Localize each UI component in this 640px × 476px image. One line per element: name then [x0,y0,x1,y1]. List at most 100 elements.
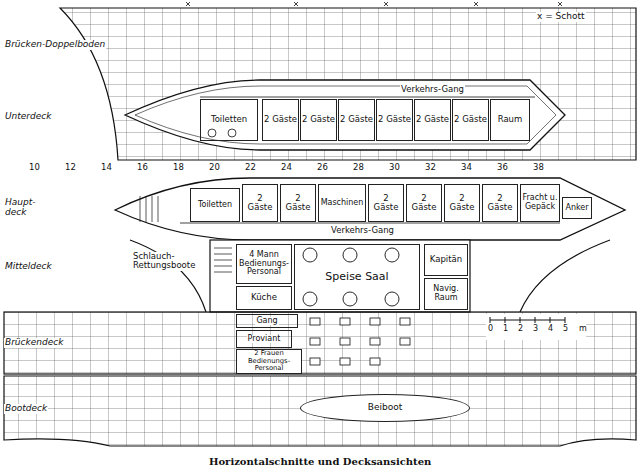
deck-name: Brücken-Doppelboden [4,40,106,50]
room-box: 2 Gäste [242,184,278,222]
room-box: 2 Gäste [338,99,375,141]
room-label: Beiboot [367,403,403,413]
lower-deck-hull [125,80,565,150]
bridge-deck [4,312,636,374]
boat-outline: Beiboot [300,394,470,422]
room-label: Küche [250,293,278,302]
caption: Horizontalschnitte und Decksansichten [209,456,431,467]
frame-number: 16 [136,163,149,172]
room-label: Gang [255,317,278,326]
frame-number: 12 [64,163,77,172]
room-label: 2 Gäste [339,115,374,124]
room-box: Gang [236,314,298,328]
room-label: 2 Gäste [263,115,298,124]
room-box: 4 Mann Bedienungs-Personal [236,244,292,284]
boat-deck [4,376,636,446]
frame-number: 36 [496,163,509,172]
room-label: 2 Gäste [453,115,488,124]
room-label: Raum [497,115,524,124]
room-label: Kapitän [429,255,463,264]
frame-number: 32 [424,163,437,172]
room-box: 2 Gäste [482,184,518,222]
room-box: 2 Frauen Bedienungs-Personal [236,349,302,374]
room-label: Speise Saal [324,271,389,283]
bridge-floor [60,8,636,160]
frame-number: 24 [280,163,293,172]
room-label: 2 Gäste [369,194,403,213]
deck-name: Bootdeck [4,404,48,414]
room-label: 2 Gäste [243,194,277,213]
scale-bar [486,314,586,340]
room-label: 2 Gäste [483,194,517,213]
room-box: 2 Gäste [376,99,413,141]
scale-number: 1 [502,325,509,334]
room-box: Proviant [236,330,292,348]
room-label: 2 Gäste [281,194,315,213]
room-box: 2 Gäste [280,184,316,222]
room-box: Raum [490,99,530,141]
deck-name: Haupt-deck [4,198,46,218]
room-label: 4 Mann Bedienungs-Personal [237,251,291,277]
room-box: 2 Gäste [300,99,337,141]
scale-number: 0 [487,325,494,334]
mid-deck-block [210,240,470,312]
room-label: 2 Gäste [407,194,441,213]
room-box: 2 Gäste [368,184,404,222]
room-box: 2 Gäste [406,184,442,222]
frame-number: 34 [460,163,473,172]
frame-number: 10 [28,163,41,172]
frame-number: 20 [208,163,221,172]
room-label: Anker [564,204,589,213]
frame-number: 38 [532,163,545,172]
room-box: 2 Gäste [414,99,451,141]
deck-name: Brückendeck [4,338,64,348]
bulkhead-marks [186,2,562,6]
frame-number: 30 [388,163,401,172]
frame-number: 14 [100,163,113,172]
part-label: Verkehrs-Gang [400,85,465,94]
frame-number: 22 [244,163,257,172]
frame-number: 18 [172,163,185,172]
room-box: Toiletten [200,99,258,141]
stairs [140,196,158,222]
room-label: Navig. Raum [425,285,467,303]
room-label: 2 Frauen Bedienungs-Personal [237,350,301,372]
main-deck-hull [115,178,625,240]
deck-boxes [310,318,410,365]
room-box: Toiletten [190,188,240,222]
part-label: Verkehrs-Gang [330,226,395,235]
room-label: Toiletten [210,115,248,124]
room-box: Speise Saal [294,244,420,310]
room-box: 2 Gäste [452,99,489,141]
scale-number: m [578,325,588,334]
toilet-symbols [208,129,236,137]
scale-number: 4 [547,325,554,334]
legend-note: x = Schott [536,12,586,22]
room-label: 2 Gäste [301,115,336,124]
room-label: Maschinen [320,199,365,208]
part-label: Schlauch-Rettungsboote [132,252,208,271]
room-label: Toiletten [197,201,233,210]
deck-name: Mitteldeck [4,262,53,272]
frame-number: 28 [352,163,365,172]
room-label: 2 Gäste [377,115,412,124]
room-label: 2 Gäste [445,194,479,213]
room-box: Anker [562,197,592,219]
stairs [214,248,232,272]
room-label: 2 Gäste [415,115,450,124]
scale-number: 5 [562,325,569,334]
room-box: Kapitän [424,244,468,276]
room-label: Proviant [247,335,282,344]
room-box: Fracht u. Gepäck [520,184,560,222]
room-box: 2 Gäste [444,184,480,222]
scale-number: 3 [532,325,539,334]
room-label: Fracht u. Gepäck [521,194,559,212]
room-box: Maschinen [318,184,366,222]
room-box: Navig. Raum [424,278,468,310]
dining-tables [303,248,399,306]
room-box: Küche [236,286,292,310]
frame-number: 26 [316,163,329,172]
scale-number: 2 [517,325,524,334]
room-box: 2 Gäste [262,99,299,141]
